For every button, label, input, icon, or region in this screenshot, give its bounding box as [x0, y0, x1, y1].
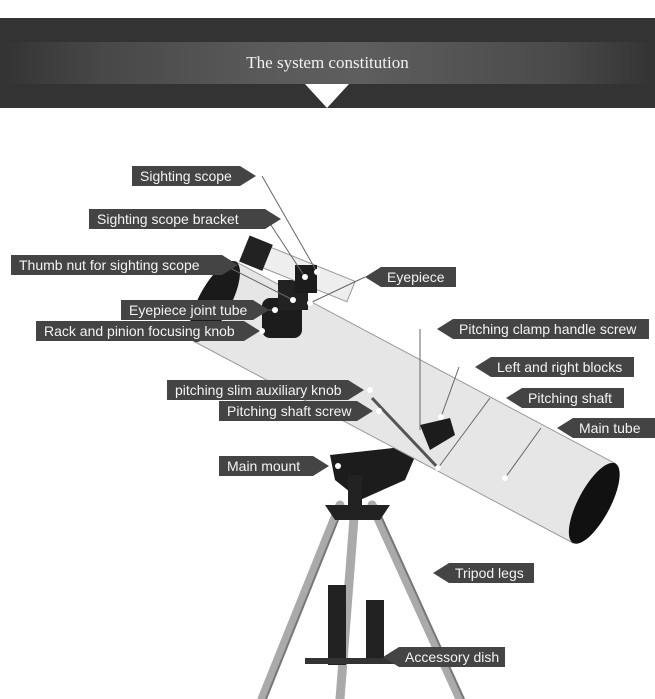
- label-eyepiece: Eyepiece: [365, 267, 456, 287]
- down-arrow-notch: [305, 84, 349, 108]
- label-pitching-clamp-handle-screw: Pitching clamp handle screw: [437, 319, 649, 339]
- label-tripod-legs: Tripod legs: [433, 563, 534, 583]
- label-main-tube: Main tube: [557, 418, 655, 438]
- label-sighting-scope: Sighting scope: [132, 166, 256, 186]
- label-left-right-blocks: Left and right blocks: [475, 357, 634, 377]
- label-pitching-shaft-screw: Pitching shaft screw: [219, 401, 373, 421]
- header-band: [0, 42, 655, 84]
- label-thumb-nut: Thumb nut for sighting scope: [11, 255, 238, 275]
- label-eyepiece-joint-tube: Eyepiece joint tube: [121, 300, 269, 320]
- header-banner: The system constitution: [0, 18, 655, 108]
- label-sighting-scope-bracket: Sighting scope bracket: [89, 209, 281, 229]
- label-pitching-slim-auxiliary-knob: pitching slim auxiliary knob: [167, 380, 364, 400]
- label-accessory-dish: Accessory dish: [383, 647, 505, 667]
- label-main-mount: Main mount: [219, 456, 329, 476]
- label-pitching-shaft: Pitching shaft: [506, 388, 624, 408]
- label-rack-pinion-knob: Rack and pinion focusing knob: [36, 321, 260, 341]
- page-title: The system constitution: [246, 53, 409, 72]
